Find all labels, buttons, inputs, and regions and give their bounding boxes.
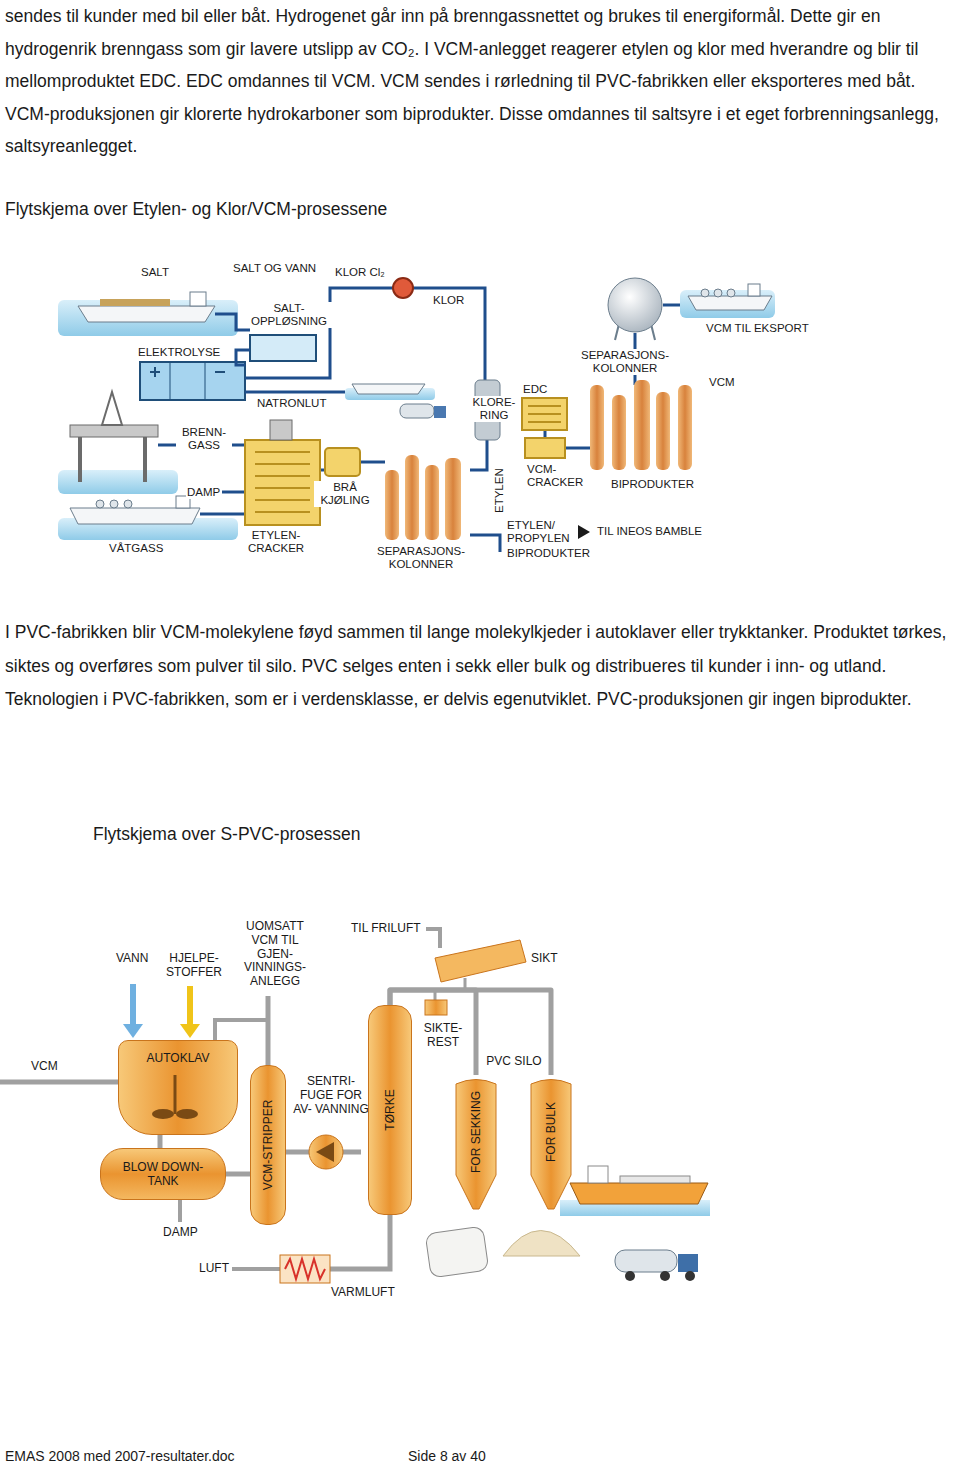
node-text: AUTOKLAV (119, 1051, 237, 1065)
diagram-label: SEPARASJONS- KOLONNER (574, 349, 676, 375)
node-text: FOR BULK (544, 1102, 558, 1162)
section-heading: Flytskjema over S-PVC-prosessen (93, 824, 360, 844)
node-text: BLOW DOWN- TANK (101, 1149, 225, 1199)
diagram-two (0, 929, 710, 1283)
diagram-label: SALT (140, 266, 170, 279)
diagram-label: TIL FRILUFT (350, 922, 422, 936)
node-label: SENTRI- FUGE FOR AV- VANNING (291, 1074, 371, 1116)
diagram-label: VANN (115, 952, 149, 966)
diagram-label: HJELPE- STOFFER (160, 952, 228, 980)
page-footer: EMAS 2008 med 2007-resultater.doc (5, 1448, 235, 1464)
node-label: TØRKE (383, 1089, 397, 1130)
diagram-one (58, 278, 775, 552)
dryer-column: TØRKE (368, 1005, 412, 1215)
diagram-label: LUFT (198, 1262, 230, 1276)
diagram-label: SIKT (530, 952, 559, 966)
diagram-label: ETYLEN- CRACKER (240, 529, 312, 555)
diagram-label: KLOR (432, 294, 465, 307)
blow-down-tank: BLOW DOWN- TANK (100, 1148, 226, 1200)
stripper-column: VCM-STRIPPER (250, 1065, 286, 1225)
node-text: SENTRI- FUGE FOR AV- VANNING (291, 1074, 371, 1116)
diagram-label: VCM- CRACKER (526, 463, 590, 489)
diagram-label: DAMP (162, 1226, 199, 1240)
pipe-connector (390, 990, 551, 1075)
node-label: FOR BULK (544, 1102, 558, 1162)
diagram-label: PVC SILO (484, 1055, 544, 1069)
diagram-label: TIL INEOS BAMBLE (596, 525, 703, 538)
pipe-connector (158, 1135, 163, 1148)
diagram-label: VCM (708, 376, 736, 389)
diagram-label: EDC (522, 383, 548, 396)
node-label: FOR SEKKING (469, 1091, 483, 1173)
diagram-label: VCM (30, 1060, 59, 1074)
diagram-label: BIPRODUKTER (610, 478, 695, 491)
diagram-label: ELEKTROLYSE (137, 346, 221, 359)
pipe-connector (226, 1172, 250, 1177)
node-label: BLOW DOWN- TANK (117, 1160, 209, 1188)
diagram-label: SALT OG VANN (232, 262, 317, 275)
body-paragraph: I PVC-fabrikken blir VCM-molekylene føyd… (5, 616, 955, 717)
diagram-label: VÅTGASS (108, 542, 164, 555)
diagram-label: ETYLEN/ PROPYLEN (506, 519, 576, 545)
diagram-label: DAMP (186, 486, 221, 499)
node-text: VCM-STRIPPER (261, 1100, 275, 1191)
diagram-label: BIPRODUKTER (506, 547, 591, 560)
node-label: VCM-STRIPPER (261, 1100, 275, 1191)
body-paragraph: sendes til kunder med bil eller båt. Hyd… (5, 0, 955, 163)
silo: FOR SEKKING (455, 1075, 497, 1210)
diagram-label: KLORE- RING (467, 396, 521, 422)
diagram-label: UOMSATT VCM TIL GJEN- VINNINGS- ANLEGG (232, 920, 318, 989)
diagram-label: SEPARASJONS- KOLONNER (370, 545, 472, 571)
node-text: TØRKE (383, 1089, 397, 1130)
diagram-label: VCM TIL EKSPORT (705, 322, 810, 335)
autoclave-vessel: AUTOKLAV (118, 1040, 238, 1135)
pipe-connector (286, 1150, 291, 1155)
section-heading: Flytskjema over Etylen- og Klor/VCM-pros… (5, 199, 387, 219)
diagram-label: BRENN- GASS (176, 426, 232, 452)
diagram-label: SALT- OPPLØSNING (246, 302, 332, 328)
page-footer: Side 8 av 40 (408, 1448, 486, 1464)
silo: FOR BULK (530, 1075, 572, 1210)
diagram-label: NATRONLUT (256, 397, 327, 410)
node-text: FOR SEKKING (469, 1091, 483, 1173)
node-label: AUTOKLAV (119, 1051, 237, 1065)
diagram-label: SIKTE- REST (417, 1022, 469, 1050)
centrifuge: SENTRI- FUGE FOR AV- VANNING (291, 1072, 371, 1172)
diagram-label: VARMLUFT (330, 1286, 396, 1300)
diagram-label: BRÅ KJØLING (314, 481, 376, 507)
diagram-label: ETYLEN (493, 467, 506, 514)
diagram-label: KLOR Cl₂ (334, 266, 386, 279)
